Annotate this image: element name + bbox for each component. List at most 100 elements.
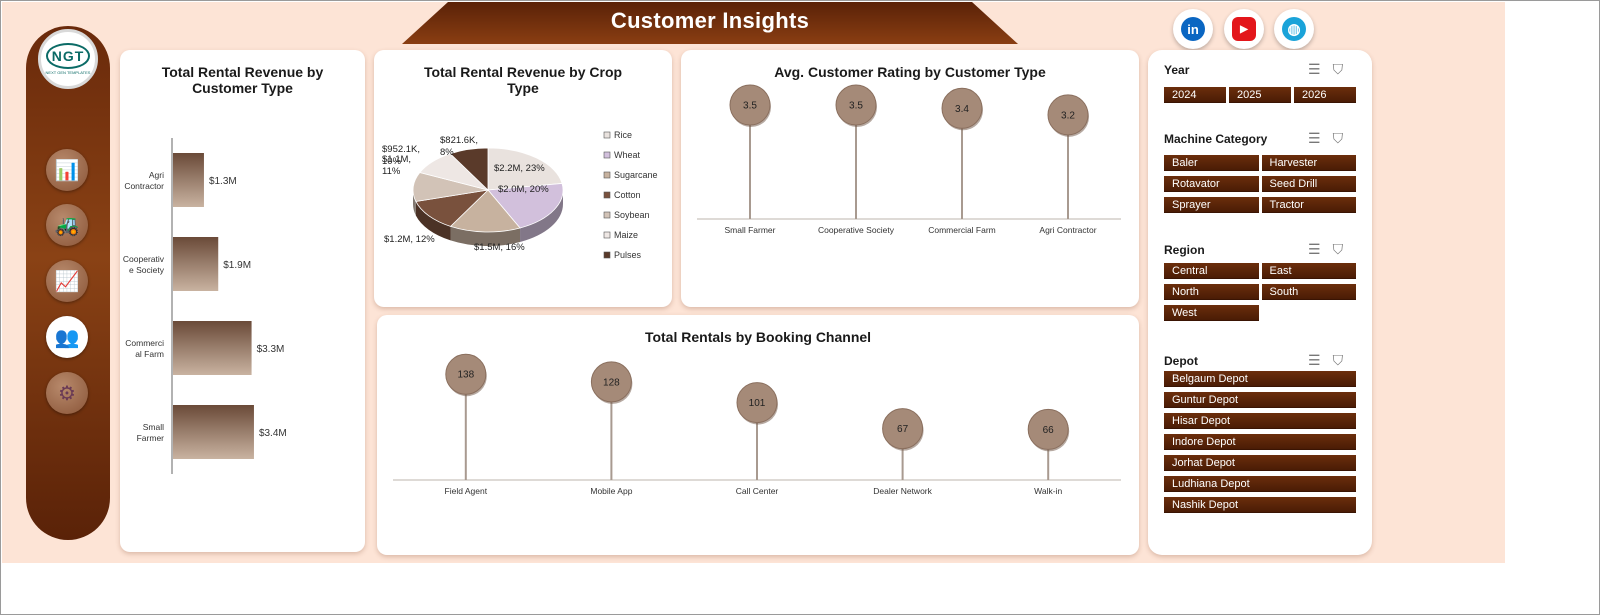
- slicer-item[interactable]: Nashik Depot: [1164, 497, 1356, 513]
- depot-filter-label: Depot: [1164, 354, 1198, 368]
- slicer-item[interactable]: Central: [1164, 263, 1259, 279]
- clear-filter-icon[interactable]: ⛉: [1332, 130, 1344, 146]
- slicer-item[interactable]: Ludhiana Depot: [1164, 476, 1356, 492]
- legend-label: Cotton: [614, 190, 641, 200]
- slicer-item[interactable]: Baler: [1164, 155, 1259, 171]
- website-button[interactable]: ◍: [1274, 9, 1314, 49]
- bar-chart-icon: 📊: [54, 159, 80, 182]
- slicer-item[interactable]: Hisar Depot: [1164, 413, 1356, 429]
- slicer-item[interactable]: Tractor: [1261, 197, 1356, 213]
- slicer-item[interactable]: Belgaum Depot: [1164, 371, 1356, 387]
- lollipop-head[interactable]: [445, 353, 487, 395]
- data-label: 67: [897, 424, 909, 435]
- pie-slice[interactable]: [487, 183, 564, 229]
- nav-machine-button[interactable]: 🚜: [46, 204, 88, 246]
- lollipop-head[interactable]: [1027, 408, 1069, 450]
- slicer-item[interactable]: Rotavator: [1164, 176, 1259, 192]
- data-label: 3.4: [955, 104, 969, 115]
- lollipop-head[interactable]: [736, 382, 778, 424]
- lollipop-head[interactable]: [941, 87, 983, 129]
- category-label: Contractor: [124, 181, 164, 191]
- pie-slice[interactable]: [487, 147, 563, 191]
- legend-label: Rice: [614, 130, 632, 140]
- pie-data-label: $2.0M, 20%: [498, 184, 549, 195]
- slicer-item[interactable]: Jorhat Depot: [1164, 455, 1356, 471]
- bar[interactable]: [173, 405, 254, 459]
- category-label: Dealer Network: [873, 486, 932, 496]
- slicer-item[interactable]: West: [1164, 305, 1259, 321]
- website-icon: ◍: [1282, 17, 1306, 41]
- lollipop-head[interactable]: [729, 84, 771, 126]
- pie-data-label: $1.5M, 16%: [474, 242, 525, 253]
- banner-shape: [402, 2, 1018, 44]
- sidebar: NGT NEXT GEN TEMPLATES 📊 🚜 📈 👥 ⚙: [26, 26, 110, 540]
- pie-data-label: $2.2M, 23%: [494, 163, 545, 174]
- nav-settings-button[interactable]: ⚙: [46, 372, 88, 414]
- year-filter-label: Year: [1164, 63, 1190, 77]
- slicer-item[interactable]: 2024: [1164, 87, 1226, 103]
- logo-subtitle: NEXT GEN TEMPLATES: [45, 70, 91, 75]
- slicer-item[interactable]: 2025: [1229, 87, 1291, 103]
- gear-icon: ⚙: [58, 382, 76, 405]
- youtube-icon: ▶: [1232, 17, 1256, 41]
- nav-customers-button[interactable]: 👥: [46, 316, 88, 358]
- line-chart-icon: 📈: [54, 270, 80, 293]
- lollipop-head[interactable]: [590, 361, 632, 403]
- category-label: al Farm: [135, 349, 164, 359]
- multiselect-icon[interactable]: ☰: [1308, 61, 1321, 77]
- data-label: 3.5: [743, 101, 757, 112]
- pie-slice[interactable]: [449, 147, 489, 191]
- slicer-item[interactable]: Guntur Depot: [1164, 392, 1356, 408]
- category-label: Agri Contractor: [1039, 225, 1096, 235]
- clear-filter-icon[interactable]: ⛉: [1332, 61, 1344, 77]
- slicer-item[interactable]: 2026: [1294, 87, 1356, 103]
- slicer-item[interactable]: Seed Drill: [1261, 176, 1356, 192]
- nav-dashboard-button[interactable]: 📊: [46, 149, 88, 191]
- category-label: Call Center: [736, 486, 779, 496]
- legend-label: Pulses: [614, 250, 642, 260]
- lollipop-head[interactable]: [835, 84, 877, 126]
- lollipop-head[interactable]: [882, 408, 924, 450]
- multiselect-icon[interactable]: ☰: [1308, 241, 1321, 257]
- legend-swatch: [603, 191, 611, 199]
- rating-panel: Avg. Customer Rating by Customer Type 3.…: [681, 50, 1139, 307]
- pie-data-label: 8%: [440, 147, 454, 158]
- lollipop-head[interactable]: [1047, 94, 1089, 136]
- slicer-item[interactable]: Indore Depot: [1164, 434, 1356, 450]
- bar-data-label: $1.9M: [223, 260, 251, 271]
- category-label: Field Agent: [445, 486, 488, 496]
- bar-data-label: $1.3M: [209, 176, 237, 187]
- machine-filter-label: Machine Category: [1164, 132, 1268, 146]
- multiselect-icon[interactable]: ☰: [1308, 352, 1321, 368]
- slicer-item[interactable]: East: [1261, 263, 1356, 279]
- slicer-item[interactable]: Harvester: [1261, 155, 1356, 171]
- bar[interactable]: [173, 237, 219, 291]
- clear-filter-icon[interactable]: ⛉: [1332, 241, 1344, 257]
- bar[interactable]: [173, 321, 252, 375]
- legend-swatch: [603, 251, 611, 259]
- nav-trend-button[interactable]: 📈: [46, 260, 88, 302]
- youtube-button[interactable]: ▶: [1224, 9, 1264, 49]
- category-label: e Society: [129, 265, 165, 275]
- users-icon: 👥: [54, 326, 80, 349]
- slicer-item[interactable]: South: [1261, 284, 1356, 300]
- slicer-item[interactable]: North: [1164, 284, 1259, 300]
- multiselect-icon[interactable]: ☰: [1308, 130, 1321, 146]
- revenue-by-crop-chart: $2.2M, 23%$2.0M, 20%$1.5M, 16%$1.2M, 12%…: [382, 130, 658, 260]
- pie-data-label: $821.6K,: [440, 135, 478, 146]
- category-label: Small Farmer: [724, 225, 775, 235]
- pie-data-label: $952.1K,: [382, 144, 420, 155]
- pie-slice[interactable]: [449, 189, 521, 233]
- dashboard: Customer Insights in ▶ ◍ NGT NEXT GEN TE…: [2, 2, 1505, 563]
- slicer-item[interactable]: Sprayer: [1164, 197, 1259, 213]
- category-label: Cooperative Society: [818, 225, 895, 235]
- logo: NGT NEXT GEN TEMPLATES: [38, 29, 98, 89]
- bar[interactable]: [173, 153, 204, 207]
- clear-filter-icon[interactable]: ⛉: [1332, 352, 1344, 368]
- pie-slice[interactable]: [415, 189, 490, 227]
- linkedin-button[interactable]: in: [1173, 9, 1213, 49]
